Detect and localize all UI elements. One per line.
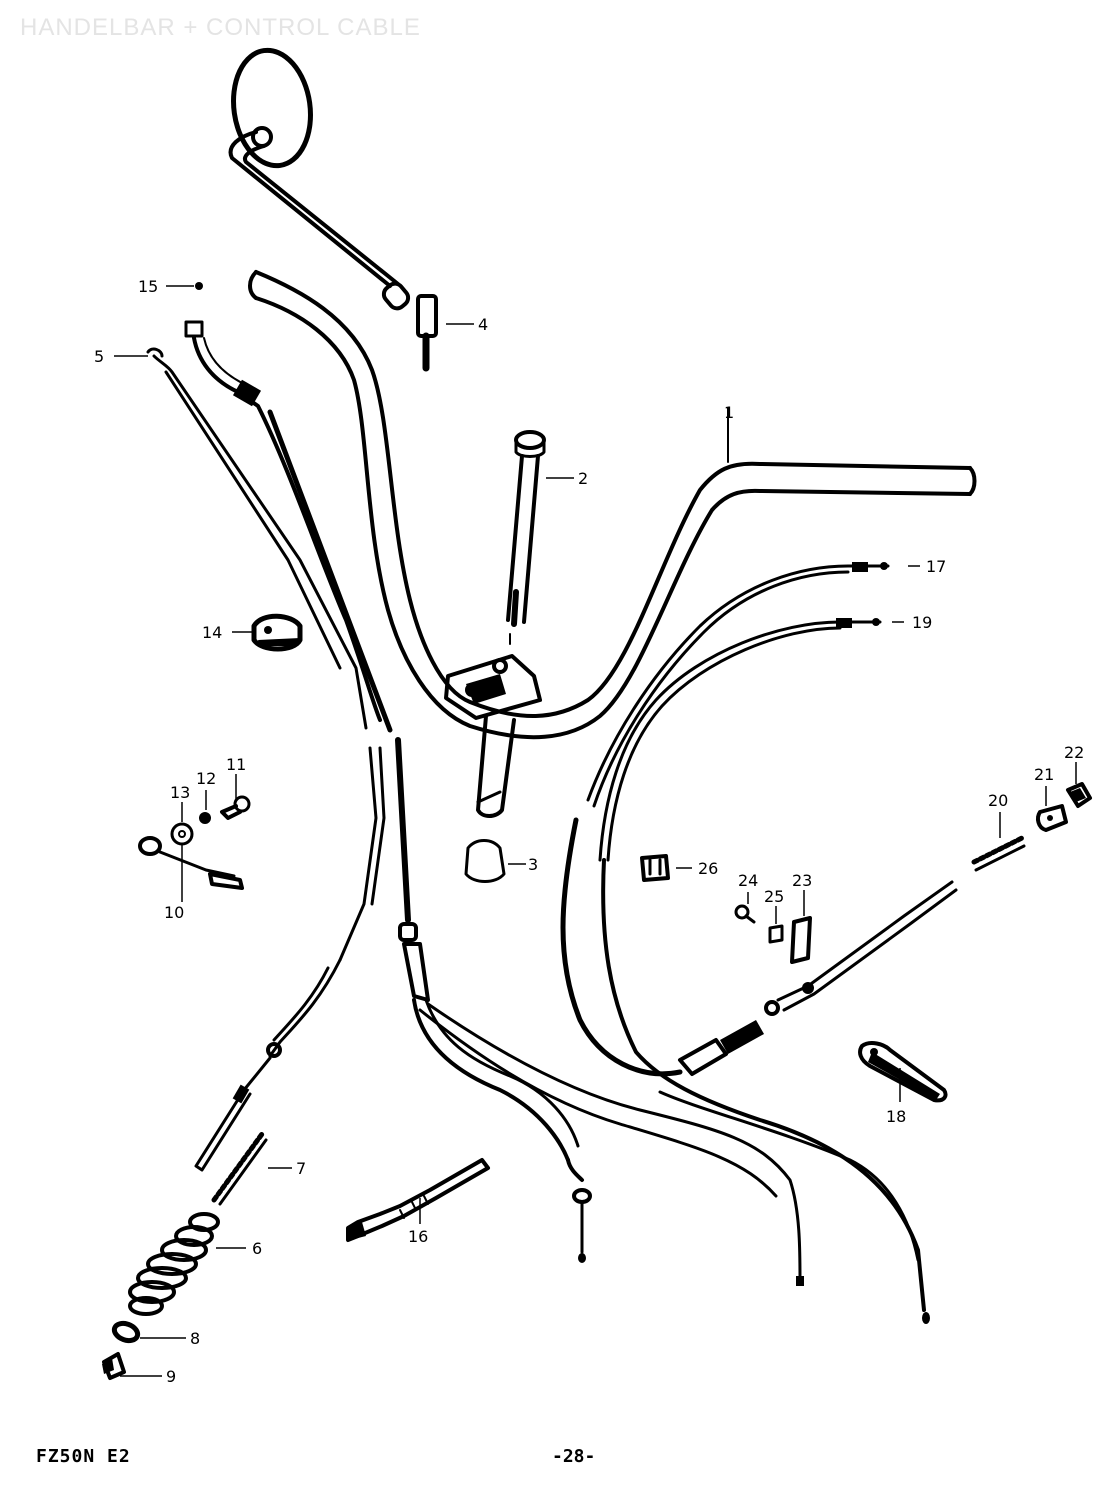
callout-1: 1 — [724, 403, 734, 422]
brake-cable-end — [346, 1158, 490, 1242]
mirror-head — [231, 47, 313, 169]
lever-bolt — [220, 795, 251, 820]
handlebar-stem — [476, 714, 516, 818]
callout-11: 11 — [226, 755, 246, 774]
clutch-cable-lower — [194, 958, 342, 1172]
end-nut — [102, 1352, 126, 1380]
page-number: -28- — [552, 1446, 596, 1467]
lever-nut — [199, 812, 211, 824]
callout-7: 7 — [296, 1159, 306, 1178]
mirror-adjuster — [381, 281, 411, 311]
callout-labels: 1 2 3 4 5 6 7 8 9 10 11 12 13 14 15 16 1… — [94, 277, 1084, 1386]
throttle-cable-17 — [560, 562, 890, 1077]
cable-holder — [251, 613, 303, 652]
mirror-stay — [228, 130, 392, 288]
callout-23: 23 — [792, 871, 812, 890]
callout-25: 25 — [764, 887, 784, 906]
diagram-title: HANDELBAR + CONTROL CABLE — [20, 14, 421, 41]
callout-18: 18 — [886, 1107, 906, 1126]
boot-bellows — [128, 1212, 220, 1316]
callout-4: 4 — [478, 315, 488, 334]
lever-wire — [138, 836, 244, 890]
callout-15: 15 — [138, 277, 158, 296]
boot-ring — [111, 1320, 141, 1344]
callout-10: 10 — [164, 903, 184, 922]
callout-13: 13 — [170, 783, 190, 802]
front-brake-cable — [398, 922, 592, 1263]
callout-12: 12 — [196, 769, 216, 788]
nut-22 — [1066, 782, 1092, 808]
screw-24 — [734, 904, 756, 924]
throttle-cable-19 — [598, 618, 930, 1324]
adjuster-20 — [971, 835, 1026, 872]
callout-19: 19 — [912, 613, 932, 632]
callout-6: 6 — [252, 1239, 262, 1258]
clip-26 — [640, 854, 670, 882]
model-code: FZ50N E2 — [36, 1446, 131, 1467]
adjuster-spring — [211, 1131, 268, 1206]
callout-17: 17 — [926, 557, 946, 576]
callout-26: 26 — [698, 859, 718, 878]
handlebar-clamp — [444, 654, 542, 720]
callout-8: 8 — [190, 1329, 200, 1348]
lever-washer — [170, 822, 194, 846]
callout-21: 21 — [1034, 765, 1054, 784]
throttle-cable-upper — [146, 282, 411, 962]
washer-25 — [768, 924, 784, 944]
plate-23 — [790, 916, 812, 964]
callout-3: 3 — [528, 855, 538, 874]
mirror-assembly — [228, 47, 438, 372]
throttle-cable-a — [418, 1002, 804, 1286]
cable-guide — [858, 1041, 948, 1103]
callout-14: 14 — [202, 623, 222, 642]
holder-21 — [1036, 804, 1068, 832]
callout-9: 9 — [166, 1367, 176, 1386]
callout-5: 5 — [94, 347, 104, 366]
stem-bolt — [506, 430, 546, 645]
callout-2: 2 — [578, 469, 588, 488]
mirror-bolt — [416, 294, 438, 338]
stem-cap — [464, 839, 506, 883]
callout-22: 22 — [1064, 743, 1084, 762]
leader-lines — [114, 285, 1077, 1377]
callout-16: 16 — [408, 1227, 428, 1246]
handlebar — [248, 270, 977, 818]
callout-20: 20 — [988, 791, 1008, 810]
callout-24: 24 — [738, 871, 758, 890]
cable-junction — [678, 880, 958, 1076]
